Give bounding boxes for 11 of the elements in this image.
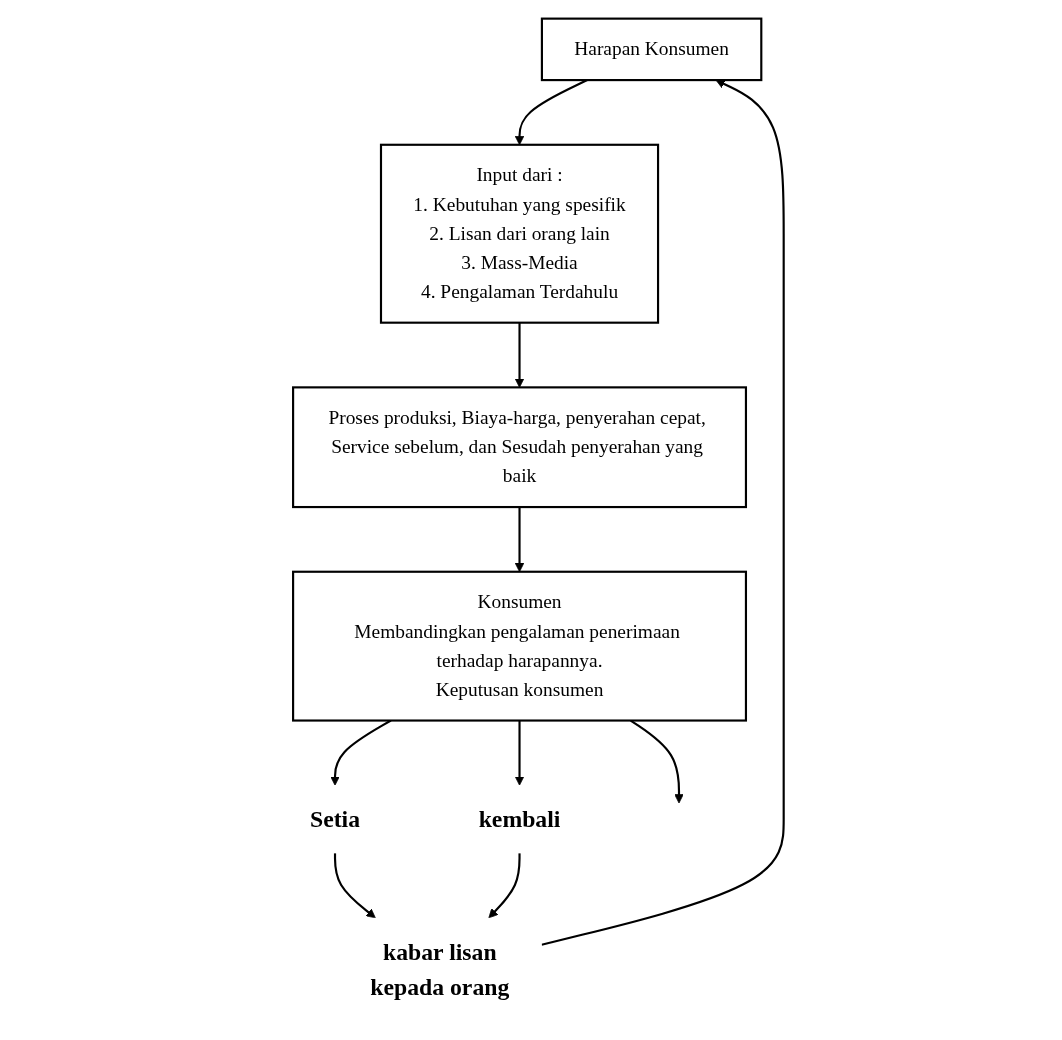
- arrow: [515, 322, 525, 388]
- node-box: Proses produksi, Biaya-harga, penyerahan cepat, Service sebelum, dan Sesudah penyerahan yang baik: [292, 386, 748, 509]
- arrow: [515, 720, 525, 786]
- node-text: kembali: [479, 805, 561, 833]
- node-text: kabar lisan kepada orang: [370, 938, 510, 1001]
- arrow: [488, 853, 521, 919]
- node-box: Harapan Konsumen: [541, 17, 763, 82]
- node-box: Konsumen Membandingkan pengalaman penerimaan terhadap harapannya. Keputusan konsumen: [292, 570, 748, 722]
- node-text: Setia: [310, 805, 361, 833]
- arrow: [334, 853, 377, 919]
- node-box: Input dari : 1. Kebutuhan yang spesifik 2. Lisan dari orang lain 3. Mass-Media 4. Pengalaman Terdahulu: [380, 143, 660, 324]
